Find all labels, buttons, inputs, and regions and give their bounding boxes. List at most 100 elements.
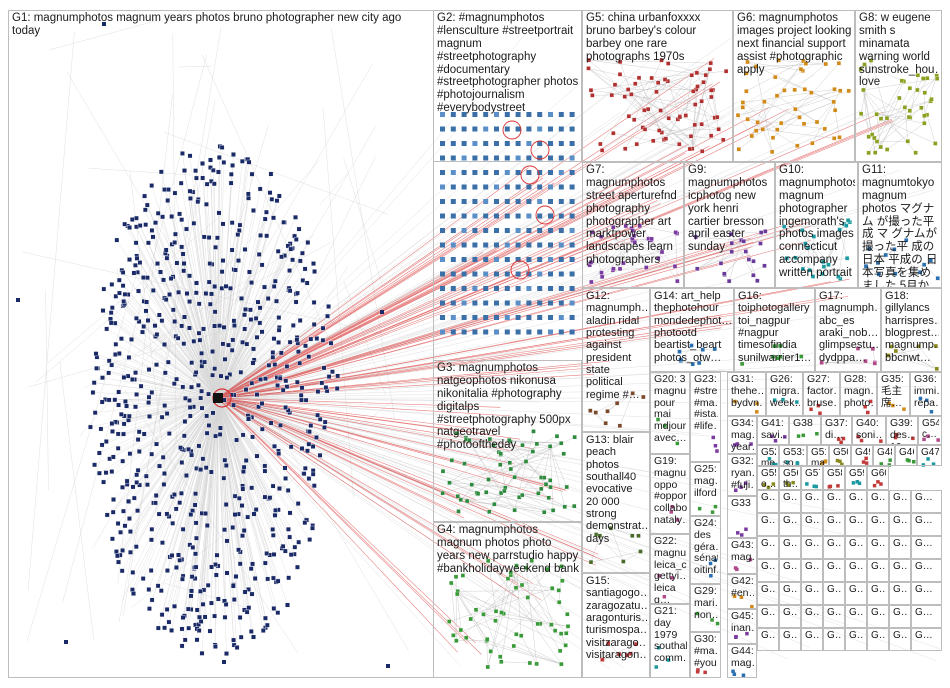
node — [558, 213, 564, 219]
small-group-panel: G… — [845, 536, 867, 559]
group-panel-g7: G7: magnumphotos street aperturefnd phot… — [582, 162, 684, 288]
node — [537, 184, 543, 190]
group-panel-g56: G56: th… — [779, 466, 801, 490]
node — [483, 286, 489, 291]
group-panel-g9: G9: magnumphotos icphotog new york henri… — [684, 162, 775, 288]
small-group-label: G… — [761, 492, 776, 503]
small-group-panel: G… — [801, 536, 823, 559]
group-label-g41: G41: savi… — [761, 418, 786, 441]
group-label-g12: G12: magnumph… aladin ridal protesting a… — [586, 290, 647, 401]
group-label-g28: G28: magn… photo… — [844, 374, 874, 409]
node — [504, 271, 510, 277]
node — [548, 257, 553, 262]
group-label-g11: G11: magnumtokyo magnum photos マグナム が撮った… — [862, 164, 938, 288]
group-label-g48: G48 — [877, 447, 892, 458]
small-group-label: G… — [849, 584, 864, 595]
small-group-label: G… — [761, 607, 776, 618]
group-panel-g37: G37: di… — [821, 416, 852, 445]
small-group-label: G… — [783, 561, 798, 572]
node — [515, 286, 521, 291]
small-group-label: G… — [893, 561, 908, 572]
group-panel-g3: G3: magnumphotos natgeophotos nikonusa n… — [433, 360, 582, 522]
small-group-panel: G… — [867, 628, 889, 651]
group-label-g38: G38 — [793, 418, 813, 429]
node — [461, 329, 467, 335]
small-group-label: G… — [827, 630, 842, 641]
group-label-g6: G6: magnumphotos images project looking … — [737, 12, 852, 76]
group-label-g10: G10: magnumphotos magnum photographer in… — [779, 164, 855, 279]
small-group-panel: G… — [757, 536, 779, 559]
group-label-g16: G16: toiphotogallery toi_nagpur #nagpur … — [738, 290, 812, 364]
small-group-label: G… — [849, 607, 864, 618]
node — [450, 315, 456, 320]
node — [515, 170, 521, 175]
group-label-g57: G57 — [805, 468, 820, 479]
node — [504, 300, 510, 306]
node — [504, 286, 510, 291]
node — [569, 199, 575, 204]
node — [440, 257, 445, 262]
group-label-g14: G14: art_help thephotohour mondedephot… … — [654, 290, 731, 364]
node — [515, 228, 521, 233]
small-group-label: G… — [915, 607, 933, 618]
group-label-g34: G34: mag… year… — [731, 418, 754, 453]
small-group-panel: G… — [889, 605, 911, 628]
small-group-panel: G… — [867, 559, 889, 582]
small-group-panel: G… — [889, 628, 911, 651]
small-group-label: G… — [915, 492, 933, 503]
group-label-g55: G55: o… — [761, 468, 776, 490]
node — [494, 286, 499, 291]
group-label-g52: G52: me… — [761, 447, 776, 466]
node — [483, 170, 489, 175]
node — [548, 184, 553, 190]
group-panel-g30: G30: #ma… #you… — [690, 632, 721, 678]
node — [461, 242, 467, 248]
node — [450, 184, 456, 190]
group-label-g9: G9: magnumphotos icphotog new york henri… — [688, 164, 768, 254]
group-panel-g34: G34: mag… year… — [727, 416, 757, 454]
small-group-label: G… — [915, 515, 933, 526]
small-group-label: G… — [871, 538, 886, 549]
group-label-g39: G39: des… 19… — [890, 418, 915, 444]
small-group-label: G… — [849, 561, 864, 572]
node — [515, 242, 521, 248]
group-panel-g20: G20: 3 magnu… pour mai mdjour… avec… — [650, 372, 690, 454]
group-panel-g24: G24: des géra… sénat oitinf… — [690, 516, 721, 584]
group-panel-g49: G49 — [851, 445, 873, 466]
small-group-label: G… — [761, 584, 776, 595]
node — [558, 315, 564, 320]
group-label-g18: G18: gillylancs harrispres… blogprest… m… — [885, 290, 939, 364]
group-label-g27: G27: factor… bruse… — [807, 374, 837, 409]
small-group-label: G… — [849, 538, 864, 549]
group-panel-g27: G27: factor… bruse… — [803, 372, 840, 416]
node — [504, 199, 510, 204]
small-group-label: G… — [761, 630, 776, 641]
small-group-label: G… — [783, 492, 798, 503]
node — [558, 300, 564, 306]
node — [494, 271, 499, 277]
node — [558, 228, 564, 233]
node — [515, 199, 521, 204]
group-label-g17: G17: magnumph… abc_es araki_nob… glimpse… — [819, 290, 878, 364]
small-group-panel: G… — [801, 513, 823, 536]
group-panel-g59: G59 — [845, 466, 867, 490]
small-group-panel: G… — [823, 513, 845, 536]
group-panel-g15: G15: santiagogo… zaragozatu… aragonturis… — [582, 573, 650, 678]
node — [483, 242, 489, 248]
small-group-label: G… — [871, 630, 886, 641]
node — [440, 184, 445, 190]
node — [472, 257, 478, 262]
group-panel-g32: G32: ryan… #fuji… — [727, 454, 757, 496]
small-group-label: G… — [849, 492, 864, 503]
node — [548, 271, 553, 277]
node — [569, 213, 575, 219]
node — [526, 257, 532, 262]
group-label-g3: G3: magnumphotos natgeophotos nikonusa n… — [437, 362, 571, 452]
small-group-label: G… — [827, 561, 842, 572]
node — [450, 257, 456, 262]
node — [526, 315, 532, 320]
group-label-g59: G59 — [849, 468, 864, 479]
group-panel-g48: G48 — [873, 445, 895, 466]
group-panel-g26: G26: migra… week… — [766, 372, 803, 416]
node — [537, 242, 543, 248]
